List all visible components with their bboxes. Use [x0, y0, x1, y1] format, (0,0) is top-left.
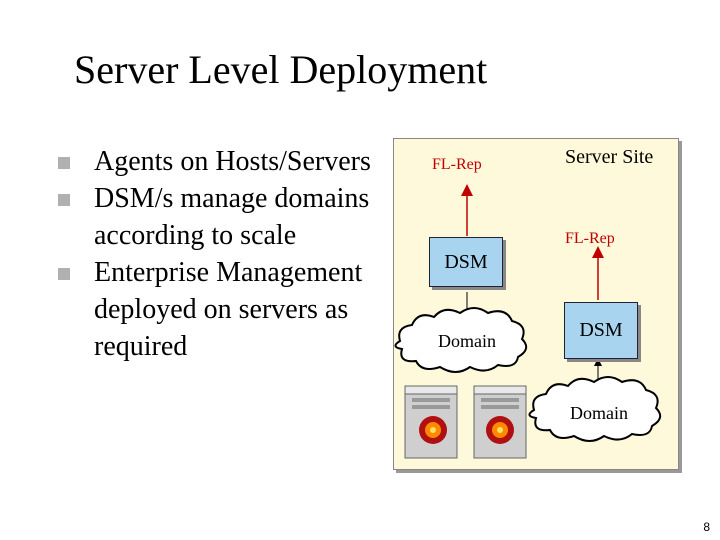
page-number: 8 — [703, 520, 710, 534]
bullet-square-icon — [58, 157, 70, 169]
page-title: Server Level Deployment — [74, 47, 488, 92]
right-dsm-box: DSM — [564, 302, 638, 359]
bullet-text: Agents on Hosts/Servers — [94, 146, 371, 177]
left-domain-cloud — [394, 307, 528, 373]
bullet-item: Enterprise Management deployed on server… — [58, 254, 398, 365]
server-icon — [473, 385, 527, 459]
bullet-item: DSM/s manage domains according to scale — [58, 180, 398, 254]
server-site-label: Server Site — [565, 146, 654, 168]
right-domain-cloud — [528, 376, 662, 442]
right-dsm-label: DSM — [579, 319, 623, 341]
bullet-item: Agents on Hosts/Servers — [58, 143, 398, 180]
right-domain-label: Domain — [570, 403, 628, 423]
left-dsm-box: DSM — [429, 237, 503, 287]
bullet-square-icon — [58, 194, 70, 206]
bullet-text: DSM/s manage domains according to scale — [94, 183, 370, 251]
bullet-list: Agents on Hosts/Servers DSM/s manage dom… — [58, 143, 398, 365]
server-icon — [404, 385, 458, 459]
right-fl-rep-label: FL-Rep — [565, 230, 615, 247]
left-fl-rep-label: FL-Rep — [432, 156, 482, 173]
left-domain-label: Domain — [438, 331, 496, 351]
bullet-text: Enterprise Management deployed on server… — [94, 257, 363, 362]
bullet-square-icon — [58, 268, 70, 280]
left-dsm-label: DSM — [444, 250, 488, 273]
